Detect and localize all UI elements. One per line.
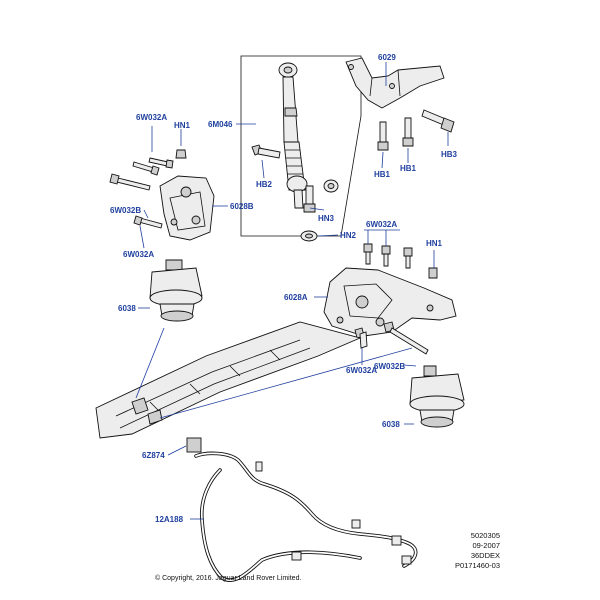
info-line-1: 5020305 — [470, 531, 500, 540]
callout-6W032B-right: 6W032B — [374, 362, 405, 371]
callout-6038-right: 6038 — [382, 420, 400, 429]
engine-tie-rod — [278, 62, 308, 209]
callout-6W032B-left: 6W032B — [110, 206, 141, 215]
bracket-bolts — [377, 109, 455, 151]
callout-labels: 6029 6M046 6W032A HN1 HB2 HN3 HB1 HB1 HB… — [110, 53, 458, 524]
info-line-3: 36DDEX — [470, 551, 500, 560]
info-line-4: P0171460-03 — [454, 561, 500, 570]
left-engine-mount — [149, 259, 203, 322]
info-line-2: 09-2007 — [472, 541, 500, 550]
callout-HB1-first: HB1 — [374, 170, 391, 179]
callout-6W032A-left-lower: 6W032A — [123, 250, 154, 259]
callout-HB3: HB3 — [441, 150, 458, 159]
right-bolts — [354, 243, 438, 355]
callout-HB1-second: HB1 — [400, 164, 417, 173]
left-bolts — [109, 149, 187, 229]
callout-HN3: HN3 — [318, 214, 335, 223]
panel-outline — [240, 55, 362, 237]
callout-HN1-top-left: HN1 — [174, 121, 191, 130]
callout-12A188: 12A188 — [155, 515, 184, 524]
callout-6W032A-right: 6W032A — [366, 220, 397, 229]
leader-lines — [135, 62, 449, 520]
callout-HN2: HN2 — [340, 231, 357, 240]
chassis-frame — [95, 321, 362, 439]
callout-HB2: HB2 — [256, 180, 273, 189]
transmission-bracket — [345, 57, 445, 109]
callout-6W032A-top-left: 6W032A — [136, 113, 167, 122]
right-mount-bracket — [323, 267, 457, 337]
callout-6M046: 6M046 — [208, 120, 233, 129]
right-engine-mount — [409, 365, 465, 428]
left-mount-bracket — [159, 175, 215, 241]
callout-6038-left: 6038 — [118, 304, 136, 313]
vacuum-harness — [186, 437, 418, 582]
callout-6028B: 6028B — [230, 202, 254, 211]
drawing-info-block: 5020305 09-2007 36DDEX P0171460-03 — [455, 531, 500, 571]
callout-6Z874: 6Z874 — [142, 451, 165, 460]
callout-HN1-right: HN1 — [426, 239, 443, 248]
rod-hardware — [251, 144, 339, 242]
callout-6W032A-middle: 6W032A — [346, 366, 377, 375]
callout-6028A: 6028A — [284, 293, 308, 302]
copyright-notice: © Copyright, 2016. Jaguar Land Rover Lim… — [155, 575, 302, 582]
callout-6029: 6029 — [378, 53, 396, 62]
